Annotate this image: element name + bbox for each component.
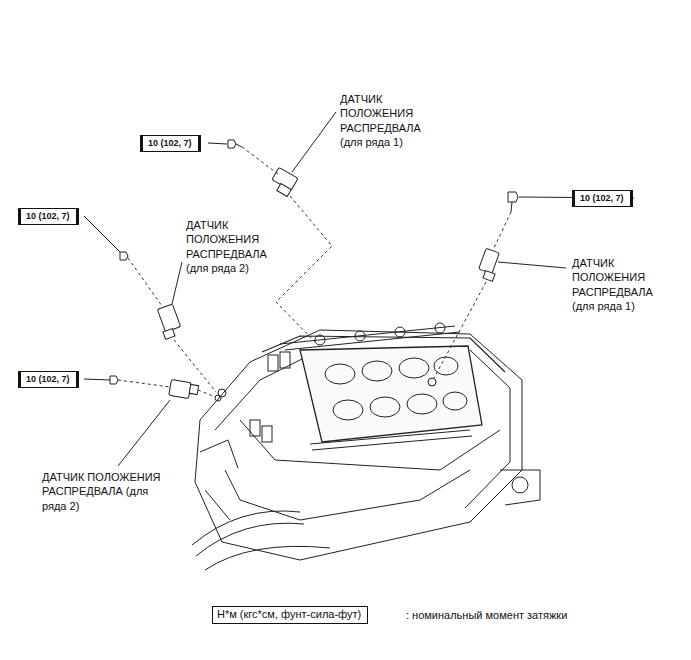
legend-text: : номинальный момент затяжки <box>406 608 567 622</box>
torque-value: 10 (102, 7) <box>26 211 71 222</box>
legend-unit: Н*м (кгс*см, фунт-сила-фут) <box>217 608 363 621</box>
part-label: ДАТЧИК ПОЛОЖЕНИЯ РАСПРЕДВАЛА (для ряда 1… <box>340 92 432 149</box>
part-label: ДАТЧИК ПОЛОЖЕНИЯ РАСПРЕДВАЛА (для ряда 1… <box>572 256 664 313</box>
torque-box: 10 (102, 7) <box>572 190 633 207</box>
part-label: ДАТЧИК ПОЛОЖЕНИЯ РАСПРЕДВАЛА (для ряда 2… <box>186 218 278 275</box>
legend-box: Н*м (кгс*см, фунт-сила-фут) <box>212 606 368 624</box>
torque-value: 10 (102, 7) <box>148 138 193 149</box>
torque-box: 10 (102, 7) <box>18 208 79 225</box>
torque-box: 10 (102, 7) <box>18 371 79 388</box>
torque-value: 10 (102, 7) <box>580 193 625 204</box>
part-label: ДАТЧИК ПОЛОЖЕНИЯ РАСПРЕДВАЛА (для ряда 2… <box>42 470 174 513</box>
torque-value: 10 (102, 7) <box>26 374 71 385</box>
torque-box: 10 (102, 7) <box>140 135 201 152</box>
